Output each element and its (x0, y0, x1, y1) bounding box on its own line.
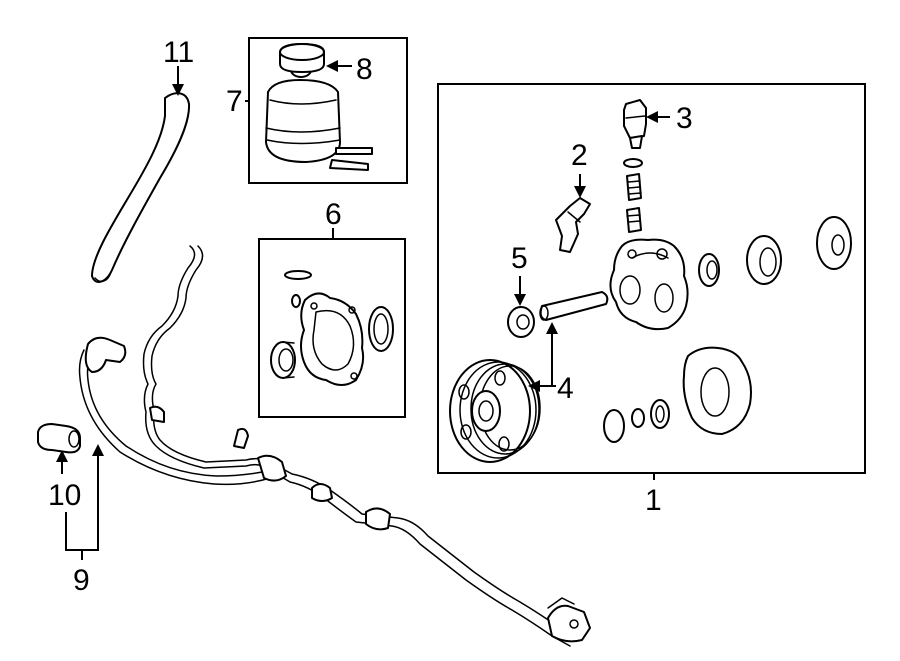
gasket-kit (270, 270, 394, 386)
callout-1: 1 (645, 484, 662, 517)
reservoir-cap (279, 43, 325, 78)
callout-8: 8 (356, 53, 373, 86)
callout-5: 5 (511, 242, 528, 275)
callout-10: 10 (48, 479, 81, 512)
leader-lines (56, 60, 670, 560)
callout-11: 11 (163, 36, 194, 69)
pump-rotor (698, 253, 720, 287)
cam-ring (746, 235, 782, 285)
pump-o-rings (603, 399, 670, 443)
pump-assembly-frame (437, 83, 866, 474)
pump-pulley (449, 359, 541, 463)
pump-rear-housing (682, 346, 752, 435)
reservoir-group-frame (248, 37, 408, 184)
callout-3: 3 (676, 102, 693, 135)
callout-2: 2 (571, 139, 588, 172)
flow-control-valve (623, 99, 647, 233)
shaft-seal (507, 306, 535, 338)
reservoir (265, 79, 373, 171)
callout-labels: 11 8 7 6 3 2 5 4 1 10 9 (48, 36, 693, 597)
callout-7: 7 (226, 85, 243, 118)
pump-body (609, 238, 689, 331)
pressure-hose-assembly (78, 245, 591, 647)
return-hose (91, 92, 191, 283)
callout-9: 9 (73, 564, 90, 597)
callout-4: 4 (557, 372, 574, 405)
pump-end-cover (816, 216, 852, 270)
callout-6: 6 (325, 198, 342, 231)
pressure-switch (37, 423, 81, 454)
pump-shaft (539, 291, 609, 321)
union-fitting (555, 197, 591, 253)
